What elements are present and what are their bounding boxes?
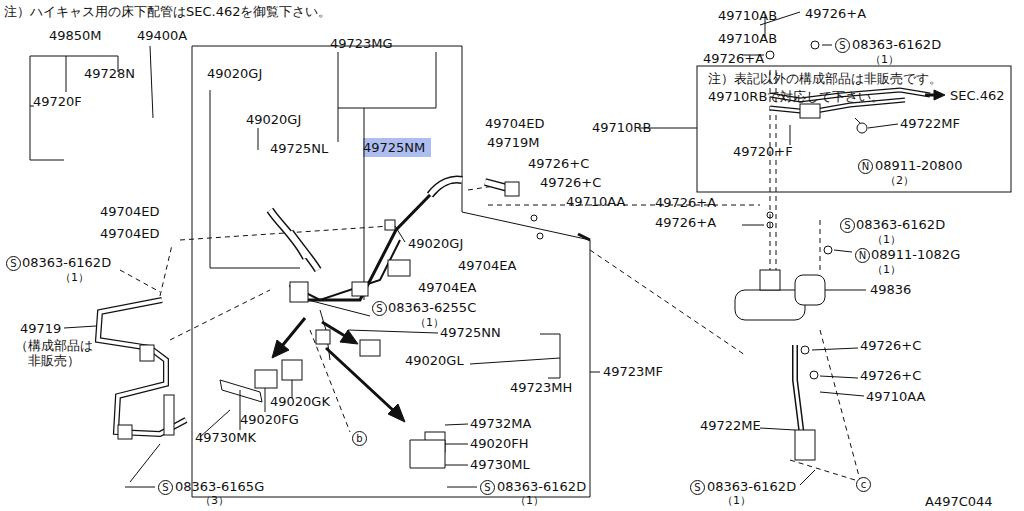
circled-marker: N — [858, 159, 873, 174]
circled-marker: S — [840, 218, 855, 233]
part-label: 08363-6162D — [707, 479, 796, 494]
circled-marker: S — [372, 301, 387, 316]
part-label: 49020FH — [470, 436, 529, 451]
part-label: 49020GJ — [207, 66, 262, 81]
highlight — [363, 138, 431, 157]
part-label: 49710AB — [718, 8, 777, 23]
part-label: 49726+C — [860, 338, 921, 353]
part-label: 49400A — [137, 28, 187, 43]
part-label: 49726+A — [655, 215, 716, 230]
part-label: 49726+C — [540, 175, 601, 190]
part-label: 08363-6162D — [856, 217, 945, 232]
circled-marker: S — [480, 480, 495, 495]
part-label: （3） — [200, 494, 229, 507]
part-label: 08911-20800 — [875, 158, 962, 173]
part-label: 49710RB — [592, 120, 651, 135]
part-label: 49704EA — [458, 258, 516, 273]
part-label: 49704EA — [418, 280, 476, 295]
part-label: 49723MH — [510, 380, 572, 395]
part-label: （1） — [872, 263, 901, 276]
part-label: 49020FG — [240, 412, 299, 427]
circled-marker: S — [6, 256, 21, 271]
circled-marker: b — [352, 431, 367, 446]
part-label: （1） — [415, 316, 444, 329]
part-label: 49726+A — [655, 195, 716, 210]
part-label: （1） — [872, 233, 901, 246]
part-label: 49725NM — [363, 140, 425, 155]
part-label: 注）ハイキャス用の床下配管はSEC.462を御覧下さい。 — [4, 4, 332, 19]
part-label: 49850M — [49, 28, 102, 43]
part-label: 49723MF — [603, 364, 663, 379]
part-label: 49836 — [870, 282, 911, 297]
part-label: 49020GL — [405, 353, 464, 368]
part-label: 49020GJ — [408, 236, 463, 251]
part-label: 49726+A — [703, 51, 764, 66]
part-label: （1） — [60, 271, 89, 284]
part-label: 08911-1082G — [871, 247, 960, 262]
circled-marker: S — [690, 480, 705, 495]
group-outline — [192, 46, 590, 497]
part-label: 49719M — [487, 135, 540, 150]
part-label: 49730MK — [195, 430, 256, 445]
part-label: 08363-6162D — [497, 479, 586, 494]
part-label: 49725NN — [440, 325, 501, 340]
part-label: 49704ED — [485, 116, 545, 131]
part-label: SEC.462 — [950, 88, 1005, 103]
note-text: 注）表記以外の構成部品は非販売です。 49710RBで対応して下さい。 — [708, 70, 968, 106]
part-label: （2） — [885, 174, 914, 187]
part-label: A497C044 — [925, 494, 993, 509]
part-label: （1） — [722, 494, 751, 507]
part-label: 08363-6165G — [175, 479, 264, 494]
part-label: 49725NL — [270, 141, 328, 156]
part-label: 08363-6162D — [22, 255, 111, 270]
part-label: （構成部品は 非販売） — [14, 338, 94, 368]
part-label: 49719 — [20, 321, 61, 336]
part-label: 49726+A — [805, 6, 866, 21]
part-label: 49728N — [84, 66, 135, 81]
part-label: 49710AA — [866, 389, 926, 404]
part-label: 49710AB — [718, 31, 777, 46]
note-box: 注）表記以外の構成部品は非販売です。 49710RBで対応して下さい。 — [708, 70, 968, 106]
part-label: （1） — [870, 53, 899, 66]
part-label: 49726+C — [528, 156, 589, 171]
part-label: 49726+C — [860, 368, 921, 383]
part-label: 49020GK — [270, 394, 330, 409]
part-label: 49732MA — [470, 416, 531, 431]
part-label: 49722MF — [900, 116, 960, 131]
part-label: 49720F — [33, 94, 82, 109]
part-label: 49730ML — [470, 457, 530, 472]
part-label: 08363-6162D — [852, 37, 941, 52]
circled-marker: c — [856, 477, 871, 492]
part-label: 49720+F — [733, 144, 793, 159]
part-label: 49704ED — [100, 226, 160, 241]
part-label: 49704ED — [100, 204, 160, 219]
part-label: 08363-6255C — [388, 300, 476, 315]
part-label: 49723MG — [330, 36, 393, 51]
part-label: 49710AA — [566, 194, 626, 209]
circled-marker: S — [158, 480, 173, 495]
part-label: 49020GJ — [246, 112, 301, 127]
part-label: 49722ME — [700, 418, 761, 433]
part-label: （1） — [515, 494, 544, 507]
circled-marker: N — [855, 248, 870, 263]
circled-marker: S — [835, 38, 850, 53]
